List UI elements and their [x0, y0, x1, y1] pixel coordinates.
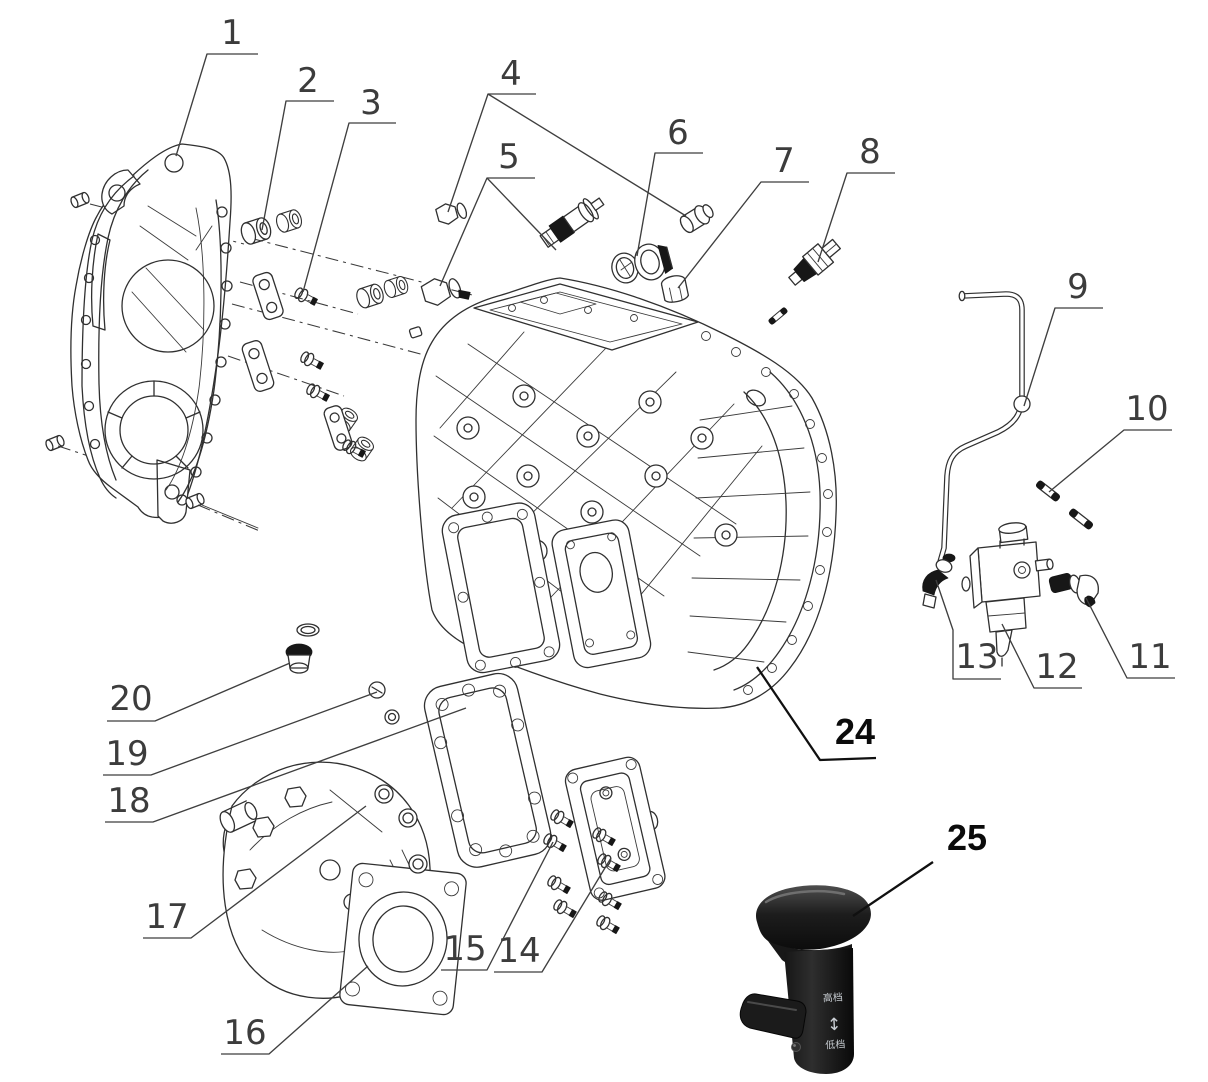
part-number: 19 — [105, 734, 148, 774]
knob-gear-markings: 高档 ↕ 低档 — [822, 991, 845, 1052]
part-number: 8 — [859, 132, 881, 172]
breather-and-plugs — [285, 623, 400, 725]
leader-line — [636, 152, 703, 257]
leader-line — [486, 177, 557, 251]
part-callout-19: 19 — [103, 691, 378, 776]
part-callout-7: 7 — [677, 141, 809, 289]
leader-line — [107, 662, 291, 722]
spring-pins-10 — [1034, 479, 1095, 531]
gear-range-arrow-icon: ↕ — [827, 1015, 842, 1036]
part-number: 11 — [1128, 637, 1171, 677]
plug-6 — [634, 243, 674, 281]
leader-line — [756, 666, 877, 762]
part-callout-5: 5 — [439, 137, 557, 287]
part-callout-6: 6 — [636, 113, 703, 257]
part-number: 3 — [360, 83, 382, 123]
sensor-5b — [539, 197, 605, 248]
leader-line — [1048, 429, 1172, 493]
part-callout-17: 17 — [143, 805, 367, 939]
leader-line — [677, 181, 809, 289]
gear-shift-knob: 高档 ↕ 低档 — [739, 885, 871, 1074]
part-number: 9 — [1067, 267, 1089, 307]
part-callout-1: 1 — [175, 13, 258, 157]
pto-gasket — [423, 672, 552, 868]
part-callout-11: 11 — [1085, 597, 1175, 679]
hex-plug-5a — [420, 278, 471, 306]
part-callout-18: 18 — [105, 707, 467, 823]
top-plugs-sensors — [420, 197, 841, 326]
part-callout-9: 9 — [1023, 267, 1103, 407]
leader-line — [175, 53, 258, 157]
part-number: 12 — [1035, 647, 1078, 687]
leader-line — [441, 841, 554, 971]
part-number: 15 — [443, 929, 486, 969]
main-case — [415, 277, 837, 709]
part-number: 7 — [773, 141, 795, 181]
leader-line — [1085, 597, 1175, 679]
part-number: 14 — [497, 931, 540, 971]
leader-line — [302, 122, 396, 293]
oil-pipe — [937, 290, 1031, 565]
part-number: 2 — [297, 61, 319, 101]
leader-line — [817, 172, 895, 263]
part-callout-20: 20 — [107, 662, 291, 722]
pto-assembly — [219, 761, 467, 1016]
part-number: 20 — [109, 679, 152, 719]
part-number: 16 — [223, 1013, 266, 1053]
leader-line — [447, 93, 536, 213]
part-callout-24: 24 — [756, 666, 877, 762]
part-callout-15: 15 — [441, 841, 554, 971]
knob-low-gear-label: 低档 — [825, 1037, 846, 1051]
part-callout-2: 2 — [261, 61, 334, 231]
part-number: 25 — [947, 817, 987, 858]
valve-fittings — [922, 479, 1099, 609]
part-number: 10 — [1125, 389, 1168, 429]
sensor-8 — [788, 238, 841, 286]
side-cover-plate — [564, 756, 666, 901]
part-callout-12: 12 — [1001, 623, 1082, 689]
part-number: 13 — [955, 637, 998, 677]
part-number: 18 — [107, 781, 150, 821]
part-number: 6 — [667, 113, 689, 153]
leader-line — [221, 965, 369, 1055]
leader-line — [494, 857, 612, 973]
part-callout-14: 14 — [494, 857, 612, 973]
part-callout-3: 3 — [302, 83, 396, 293]
mounting-hardware — [43, 190, 423, 529]
part-number: 17 — [145, 897, 188, 937]
part-number: 4 — [500, 54, 522, 94]
leader-line — [261, 100, 334, 231]
leader-line — [1001, 623, 1082, 689]
part-number: 5 — [498, 137, 520, 177]
elbow-fitting-11 — [1048, 573, 1099, 608]
part-callout-25: 25 — [852, 817, 987, 917]
fitting-4b — [679, 204, 714, 234]
leader-line — [143, 805, 367, 939]
leader-line — [935, 579, 1001, 680]
knob-high-gear-label: 高档 — [822, 991, 843, 1005]
part-callout-13: 13 — [935, 579, 1001, 680]
pto-flange — [339, 862, 467, 1016]
part-number: 24 — [835, 711, 875, 752]
part-callout-4: 4 — [447, 54, 687, 217]
part-callout-8: 8 — [817, 132, 895, 263]
leader-line — [105, 707, 467, 823]
pto-bolts — [234, 784, 428, 890]
flywheel-housing — [70, 143, 233, 524]
part-callout-16: 16 — [221, 965, 369, 1055]
leader-line — [1023, 307, 1103, 407]
shift-valve — [961, 522, 1054, 667]
leader-line — [487, 93, 687, 217]
leader-line — [103, 691, 378, 776]
hex-plug-4a — [435, 202, 468, 225]
case-center-opening — [551, 519, 652, 669]
part-callout-10: 10 — [1048, 389, 1172, 493]
pto-shaft-stub — [219, 800, 258, 833]
leader-line — [852, 861, 934, 917]
part-number: 1 — [221, 13, 243, 53]
case-side-opening — [441, 502, 561, 674]
